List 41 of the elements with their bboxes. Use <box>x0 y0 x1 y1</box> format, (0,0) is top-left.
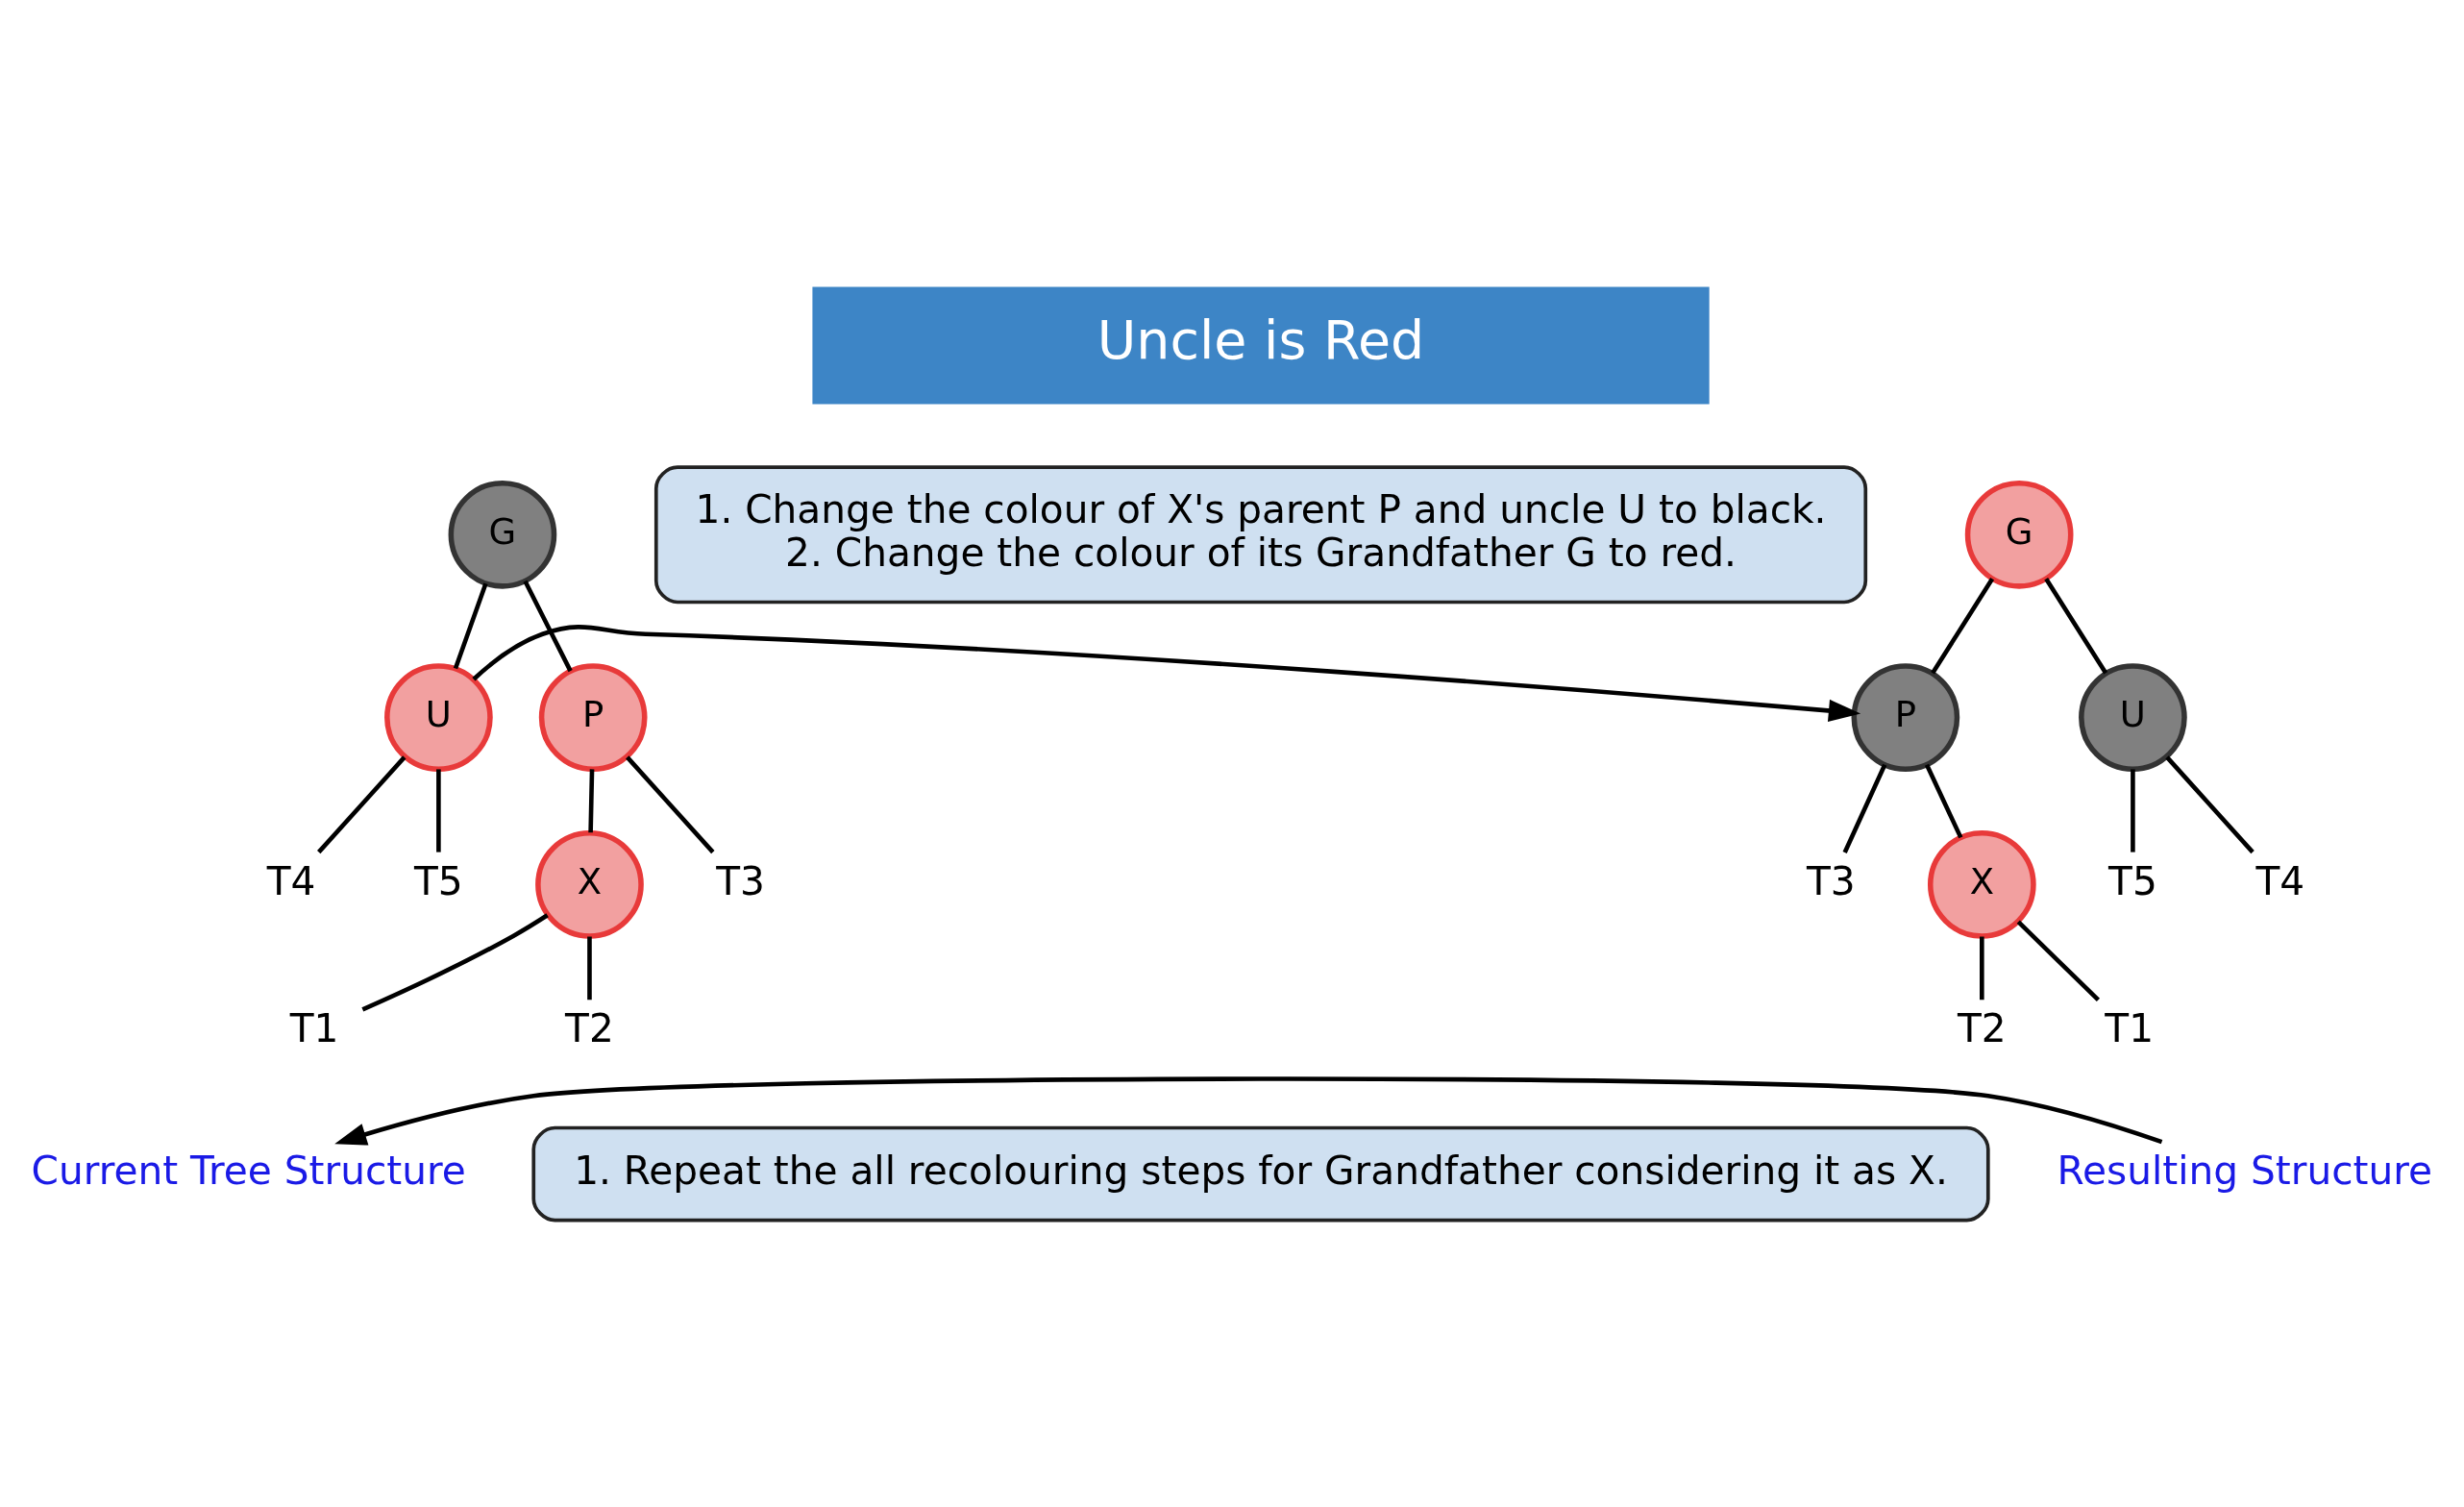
connector <box>523 580 573 672</box>
node-circle: P <box>538 662 648 772</box>
node-box: 1. Repeat the all recolouring steps for Grandfather considering it as X. <box>531 1125 1990 1222</box>
connector <box>2131 768 2135 852</box>
connector <box>626 754 715 853</box>
connector <box>2016 920 2101 1001</box>
node-circle: X <box>535 829 644 939</box>
node-text: T5 <box>2108 857 2157 904</box>
connector <box>587 936 592 1000</box>
connector <box>1980 936 1984 1000</box>
node-text: T4 <box>2255 857 2305 904</box>
node-box: Uncle is Red <box>812 285 1710 404</box>
node-text: T2 <box>1957 1004 2007 1051</box>
node-text: Resulting Structure <box>2057 1147 2433 1194</box>
node-text: T1 <box>2105 1004 2155 1051</box>
connector <box>2044 577 2108 674</box>
node-text: T2 <box>565 1004 614 1051</box>
connector <box>1924 763 1963 838</box>
node-text: Current Tree Structure <box>31 1147 466 1194</box>
arrow <box>472 624 1861 722</box>
connector <box>453 581 488 669</box>
arrow <box>334 1075 2163 1146</box>
node-circle: U <box>2079 662 2187 772</box>
node-circle: P <box>1851 662 1960 772</box>
connector <box>2165 754 2255 853</box>
node-box: 1. Change the colour of X's parent P and uncle U to black. 2. Change the colour of its Grandfather G to red. <box>653 464 1868 604</box>
node-text: T3 <box>1806 857 1856 904</box>
connector <box>1931 577 1995 674</box>
node-circle: U <box>384 662 493 772</box>
node-circle: G <box>1964 480 2074 589</box>
node-text: T3 <box>716 857 765 904</box>
connector <box>317 754 407 853</box>
connector <box>588 768 595 832</box>
node-circle: G <box>448 480 557 589</box>
node-text: T5 <box>414 857 463 904</box>
connector <box>361 912 549 1011</box>
node-text: T4 <box>266 857 316 904</box>
connector <box>436 768 441 852</box>
connector <box>1842 763 1887 853</box>
node-circle: X <box>1927 829 2036 939</box>
node-text: T1 <box>289 1004 339 1051</box>
